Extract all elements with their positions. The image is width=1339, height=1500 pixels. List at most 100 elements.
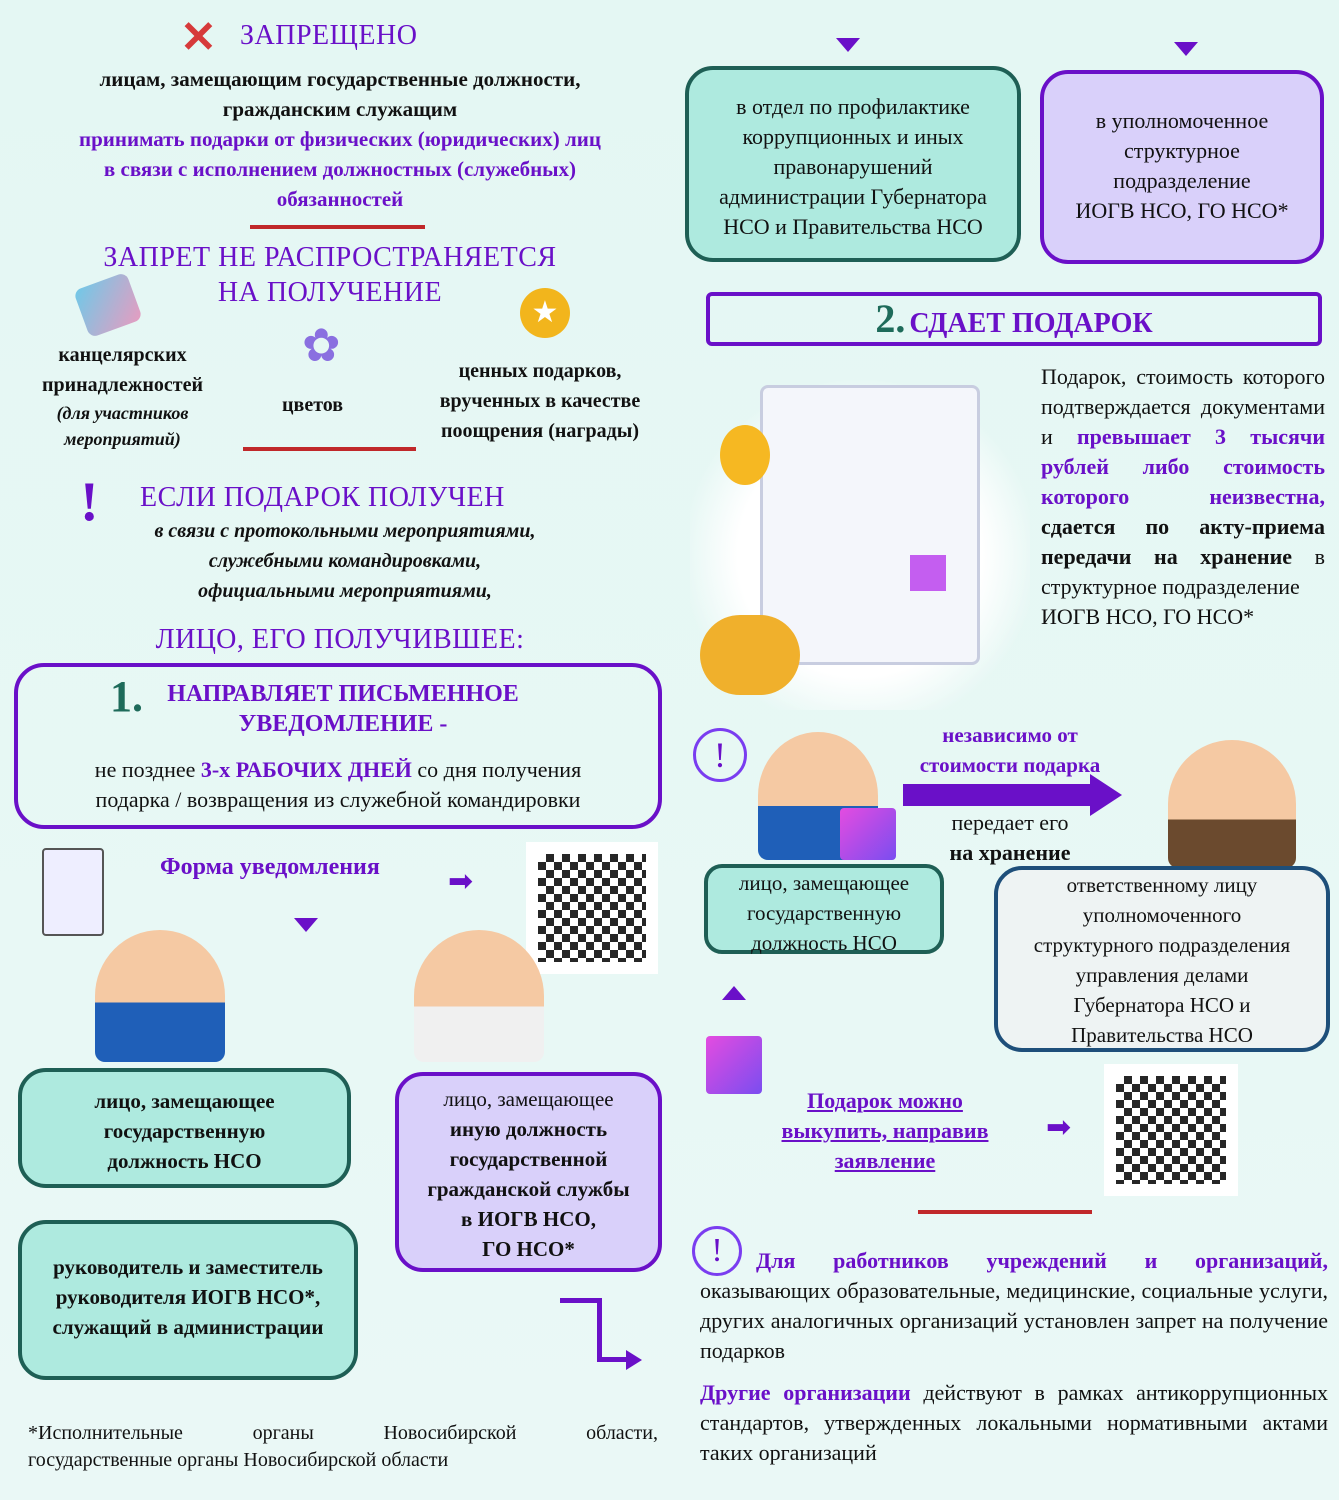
text-line: врученных в качестве [439, 390, 641, 412]
flowers-icon: ✿ [302, 320, 341, 371]
elbow-arrow [560, 1298, 602, 1362]
text-line[interactable]: Подарок можно [807, 1088, 963, 1113]
text-line: в уполномоченное [1095, 108, 1269, 133]
text-line: должность НСО [751, 931, 897, 955]
text: со дня получения [411, 757, 582, 782]
official-avatar [95, 930, 225, 1062]
organizations-note: Для работников учреждений и организаций,… [700, 1246, 1328, 1366]
text-line: руководитель и заместитель [53, 1255, 323, 1279]
responsible-person-avatar [1168, 740, 1296, 868]
info-icon: ! [693, 728, 747, 782]
arrow-down-icon [1174, 42, 1198, 56]
step2-header: 2. СДАЕТ ПОДАРОК [706, 292, 1322, 346]
text-line: администрации Губернатора [719, 184, 987, 209]
text-line: НАПРАВЛЯЕТ ПИСЬМЕННОЕ [167, 681, 519, 707]
text-line[interactable]: заявление [834, 1148, 936, 1173]
cross-icon: ✕ [180, 13, 217, 62]
text-line: ЗАПРЕТ НЕ РАСПРОСТРАНЯЕТСЯ [103, 242, 557, 273]
text-line: в связи с протокольными мероприятиями, [154, 520, 536, 542]
text-line: ИОГВ НСО, ГО НСО* [1075, 198, 1289, 223]
text-line: независимо от [942, 723, 1078, 747]
medal-icon: ★ [520, 288, 570, 338]
text-line: в связи с исполнением должностных (служе… [103, 157, 577, 181]
text-line: НСО и Правительства НСО [723, 214, 983, 239]
text-line: ГО НСО* [482, 1237, 575, 1261]
arrow-down-icon [836, 38, 860, 52]
text-line: коррупционных и иных [742, 124, 964, 149]
text-line: УВЕДОМЛЕНИЕ - [238, 711, 448, 737]
text-line: лицо, замещающее [443, 1087, 614, 1111]
clipboard-illustration [690, 365, 1030, 710]
exception-title: ЗАПРЕТ НЕ РАСПРОСТРАНЯЕТСЯ НА ПОЛУЧЕНИЕ [30, 240, 630, 310]
gift-icon [840, 808, 896, 860]
qr-code-form[interactable] [526, 842, 658, 974]
buyout-link[interactable]: Подарок можно выкупить, направив заявлен… [760, 1086, 1010, 1176]
received-title: ЕСЛИ ПОДАРОК ПОЛУЧЕН [140, 482, 505, 513]
step1-text: не позднее 3-х РАБОЧИХ ДНЕЙ со дня получ… [18, 755, 658, 815]
qr-code-buyout[interactable] [1104, 1064, 1238, 1196]
forbidden-text: лицам, замещающим государственные должно… [10, 64, 670, 214]
text: превышает 3 тысячи рублей либо стоимость… [1041, 424, 1325, 509]
regardless-label: независимо от стоимости подарка [890, 720, 1130, 780]
text-line: Правительства НСО [1071, 1023, 1253, 1047]
text-line: управления делами [1075, 963, 1249, 987]
text-line: в ИОГВ НСО, [461, 1207, 596, 1231]
text-line: канцелярских [58, 344, 187, 366]
stationery-item: канцелярских принадлежностей (для участн… [15, 340, 230, 452]
deadline: 3-х РАБОЧИХ ДНЕЙ [200, 757, 412, 782]
text-line: уполномоченного [1082, 903, 1242, 927]
text: Подарок, стоимость которого подтверждает… [1041, 364, 1325, 449]
text-line: (для участников [56, 403, 189, 423]
divider [250, 225, 425, 229]
divider [243, 447, 416, 451]
text-line: структурного подразделения [1033, 933, 1291, 957]
step2-number: 2. [875, 296, 906, 341]
arrow-right [903, 784, 1093, 806]
text-line: служебными командировками, [208, 550, 482, 572]
text-line: структурное [1124, 138, 1240, 163]
text-line: лицам, замещающим государственные должно… [99, 67, 581, 91]
text-line: не позднее 3-х РАБОЧИХ ДНЕЙ со дня получ… [18, 755, 658, 785]
authorized-unit-box: в уполномоченное структурное подразделен… [1040, 70, 1324, 264]
text-line: служащий в администрации [52, 1315, 324, 1339]
form-link[interactable]: Форма уведомления [160, 854, 380, 880]
footnote: *Исполнительные органы Новосибирской обл… [28, 1420, 658, 1474]
text-line: Губернатора НСО и [1073, 993, 1251, 1017]
text-line: подарка / возвращения из служебной коман… [95, 787, 581, 812]
gift-icon [706, 1036, 762, 1094]
text-line: государственные органы Новосибирской обл… [28, 1449, 449, 1471]
text-line: принадлежностей [41, 374, 204, 396]
text-line: гражданским служащим [222, 97, 458, 121]
recipient-title: ЛИЦО, ЕГО ПОЛУЧИВШЕЕ: [155, 624, 525, 655]
arrow-right-icon: ➡ [448, 865, 474, 898]
text-line: правонарушений [773, 154, 933, 179]
text-line: руководителя ИОГВ НСО*, [55, 1285, 321, 1309]
arrow-down-icon [294, 918, 318, 932]
arrow-right-icon: ➡ [1046, 1111, 1072, 1144]
civil-servant-avatar [414, 930, 544, 1062]
forbidden-title: ЗАПРЕЩЕНО [240, 20, 418, 51]
text-line: поощрения (награды) [440, 420, 640, 442]
step1-title: НАПРАВЛЯЕТ ПИСЬМЕННОЕ УВЕДОМЛЕНИЕ - [148, 679, 538, 739]
other-position-box: лицо, замещающее иную должность государс… [395, 1072, 662, 1272]
text-line: стоимости подарка [919, 753, 1101, 777]
text-line: в отдел по профилактике [736, 94, 970, 119]
gov-position-box-right: лицо, замещающее государственную должнос… [704, 864, 944, 955]
text-line: подразделение [1113, 168, 1251, 193]
text: не позднее [94, 757, 201, 782]
anticorruption-dept-box: в отдел по профилактике коррупционных и … [685, 66, 1021, 262]
other-organizations-note: Другие организации действуют в рамках ан… [700, 1378, 1328, 1468]
transfer-label: передает его на хранение [900, 808, 1120, 868]
text-line: мероприятий) [64, 429, 181, 449]
step2-title: СДАЕТ ПОДАРОК [909, 308, 1153, 339]
arrow-head-icon [626, 1350, 642, 1370]
text-line: государственную [746, 901, 902, 925]
text-line[interactable]: выкупить, направив [781, 1118, 989, 1143]
text-line: НА ПОЛУЧЕНИЕ [217, 277, 443, 308]
divider [918, 1210, 1092, 1214]
text: действуют в рамках антикоррупционных ста… [700, 1380, 1328, 1465]
info-icon: ! [692, 1226, 742, 1276]
text-line: ценных подарков, [458, 360, 622, 382]
head-box: руководитель и заместитель руководителя … [18, 1220, 358, 1380]
text-line: официальными мероприятиями, [198, 580, 492, 602]
